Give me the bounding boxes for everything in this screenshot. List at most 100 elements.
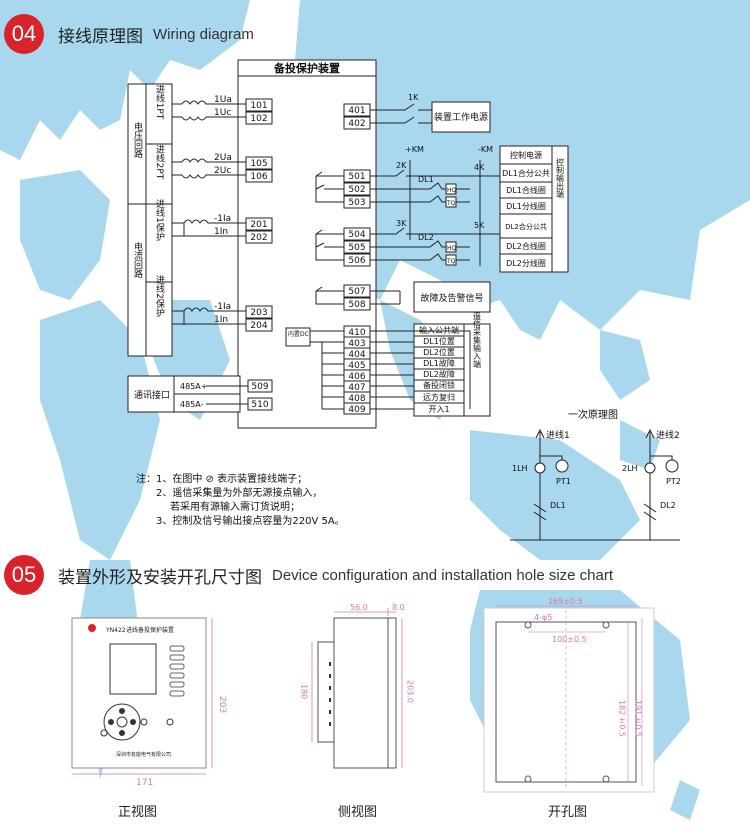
control-output-item: DL2合分公共 [505, 222, 547, 231]
signal-item: DL1故障 [423, 358, 455, 368]
signal-terminal: 404 [348, 350, 365, 360]
control-output-item: DL1分线圈 [506, 201, 546, 211]
alarm-label: 故障及告警信号 [420, 292, 483, 304]
cutout-hole-dim: 4-φ5 [534, 613, 552, 622]
signal-label: 遥信采集输入端 [473, 311, 482, 369]
comm-485a-plus: 485A+ [180, 382, 207, 391]
power-switch-label: 1K [408, 93, 419, 102]
section-header-wiring: 04 接线原理图 Wiring diagram [0, 14, 254, 54]
side-caption: 侧视图 [338, 805, 377, 820]
control-output-item: DL2分线圈 [506, 258, 546, 268]
side-top-dim2: 8.0 [392, 603, 405, 612]
cutout-height2-dim: 191±0.5 [634, 700, 643, 737]
device-title: 备投保护装置 [273, 61, 340, 75]
note-line: 注：1、在图中 ⊘ 表示装置接线端子； [136, 472, 307, 485]
signal-item: 开入1 [428, 405, 449, 414]
control-output-item: 控制电源 [510, 150, 542, 160]
side-height: 203.0 [406, 680, 415, 703]
front-device-name: 进线备投保护装置 [126, 626, 174, 634]
section-title-zh: 装置外形及安装开孔尺寸图 [58, 567, 262, 588]
primary-line2: 进线2 [656, 429, 680, 441]
signal-terminal: 410 [348, 328, 365, 338]
note-line: 2、遥信采集量为外部无源接点输入， [156, 486, 322, 499]
k3-label: 3K [396, 219, 407, 228]
section-title-en: Wiring diagram [153, 25, 254, 43]
hq-label: HQ [447, 245, 457, 252]
comm-label: 通讯接口 [134, 389, 170, 401]
comm-terminal: 509 [251, 382, 268, 392]
front-caption: 正视图 [118, 805, 157, 820]
input-label: 1Ua [214, 95, 232, 105]
signal-item: DL2位置 [423, 347, 455, 357]
terminal-label: 106 [250, 172, 267, 182]
tq-label: TQ [446, 258, 456, 265]
front-view: YN422 进线备投保护装置 深圳市有能电气有限公司 203 171 正视图 [71, 617, 227, 820]
terminal-label: 201 [250, 220, 267, 230]
group-label-voltage: 电压回路 [132, 121, 143, 159]
control-terminal: 504 [348, 230, 365, 240]
section-title-zh: 接线原理图 [58, 26, 143, 47]
comm-485a-minus: 485A- [180, 400, 204, 409]
primary-dl1: DL1 [550, 501, 566, 510]
section-title-en: Device configuration and installation ho… [272, 566, 614, 584]
primary-lh1: 1LH [512, 464, 528, 473]
minus-km-label: -KM [478, 145, 493, 154]
power-box-label: 装置工作电源 [434, 111, 488, 123]
input-label: -1Ia [214, 214, 231, 224]
primary-dl2: DL2 [660, 501, 676, 510]
signal-item: DL1位置 [423, 336, 455, 346]
power-terminal: 401 [348, 106, 365, 116]
control-terminal: 502 [348, 185, 365, 195]
cutout-inner-dim: 100±0.5 [552, 635, 587, 644]
k2-label: 2K [396, 161, 407, 170]
group-label-line1-pt: 进线1PT [154, 85, 165, 120]
input-label: 1In [214, 315, 228, 325]
primary-pt1: PT1 [556, 477, 571, 486]
terminal-label: 102 [250, 114, 267, 124]
control-output-label: 控制输出端 [556, 157, 565, 199]
front-height-dim: 203 [217, 696, 227, 713]
signal-terminal: 406 [348, 372, 365, 382]
dl2-contact-label: DL2 [418, 233, 434, 242]
input-label: 1In [214, 227, 228, 237]
input-label: 2Ua [214, 153, 232, 163]
control-output-item: DL1合分公共 [502, 168, 550, 178]
front-company: 深圳市有能电气有限公司 [116, 751, 171, 758]
internal-dc-label: 内置DC [288, 330, 309, 338]
input-label: 1Uc [214, 108, 231, 118]
k4-label: 4K [474, 163, 485, 172]
control-terminal: 505 [348, 243, 365, 253]
comm-terminal: 510 [251, 400, 268, 410]
signal-terminal: 403 [348, 339, 365, 349]
signal-terminal: 407 [348, 383, 365, 393]
terminal-label: 101 [250, 101, 267, 111]
front-width-dim: 171 [136, 778, 153, 788]
control-output-item: DL2合线圈 [506, 241, 546, 251]
control-terminal: 503 [348, 198, 365, 208]
cutout-view: 169±0.5 4-φ5 100±0.5 182±0.5 191±0.5 开孔图 [483, 597, 655, 820]
group-label-line2-prot: 进线2保护 [154, 275, 165, 318]
primary-title: 一次原理图 [568, 408, 618, 421]
cutout-caption: 开孔图 [548, 805, 587, 820]
section-number-badge: 04 [4, 14, 44, 54]
alarm-terminal: 507 [348, 287, 365, 297]
hq-label: HQ [447, 187, 457, 194]
signal-terminal: 408 [348, 394, 365, 404]
terminal-label: 203 [250, 308, 267, 318]
alarm-terminal: 508 [348, 300, 365, 310]
terminal-label: 105 [250, 159, 267, 169]
signal-item: 远方复归 [423, 392, 455, 402]
side-view: 56.0 8.0 180 203.0 侧视图 [300, 603, 415, 820]
front-model: YN422 [105, 627, 126, 634]
primary-pt2: PT2 [666, 477, 681, 486]
signal-terminal: 409 [348, 405, 365, 415]
installation-drawings: YN422 进线备投保护装置 深圳市有能电气有限公司 203 171 正视图 5… [71, 597, 655, 820]
note-line: 3、控制及信号输出接点容量为220V 5A。 [156, 514, 345, 527]
section-number-badge: 05 [4, 555, 44, 595]
input-label: 2Uc [214, 166, 231, 176]
cutout-height1-dim: 182±0.5 [618, 700, 627, 737]
control-terminal: 501 [348, 172, 365, 182]
note-line: 若采用有源输入需订货说明； [170, 500, 300, 513]
signal-terminal: 405 [348, 361, 365, 371]
section-header-install: 05 装置外形及安装开孔尺寸图 Device configuration and… [0, 555, 613, 595]
